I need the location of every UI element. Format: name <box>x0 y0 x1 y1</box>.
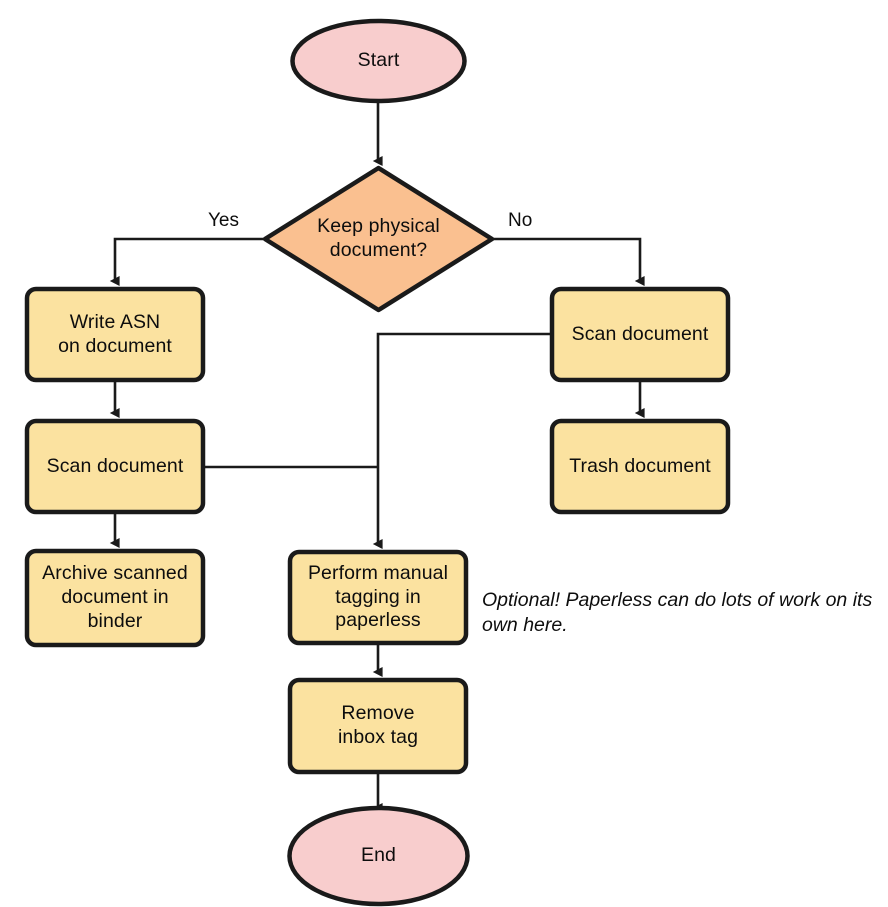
edge-decision-yes-to-write-asn <box>109 237 263 286</box>
edge-label-yes-text: Yes <box>208 210 239 231</box>
node-layer <box>24 18 731 907</box>
node-scan-left-shape[interactable] <box>24 418 206 515</box>
optional-note: Optional! Paperless can do lots of work … <box>482 588 888 639</box>
edge-decision-no-to-scan-right <box>493 237 645 286</box>
node-archive-shape[interactable] <box>24 548 206 648</box>
node-trash-shape[interactable] <box>549 418 731 515</box>
edge-label-yes: Yes <box>208 210 239 233</box>
edge-scan-right-to-manual-tag <box>372 332 552 549</box>
node-start-shape[interactable] <box>290 18 467 104</box>
node-write-asn-shape[interactable] <box>24 286 206 383</box>
optional-note-text: Optional! Paperless can do lots of work … <box>482 589 873 637</box>
edge-layer <box>109 102 645 813</box>
edge-label-no-text: No <box>508 210 533 231</box>
node-end-shape[interactable] <box>287 805 470 907</box>
edge-label-no: No <box>508 210 532 233</box>
node-manual-tag-shape[interactable] <box>287 549 469 646</box>
node-decision-shape[interactable] <box>262 165 495 313</box>
node-scan-right-shape[interactable] <box>549 286 731 383</box>
node-remove-inbox-shape[interactable] <box>287 677 469 775</box>
